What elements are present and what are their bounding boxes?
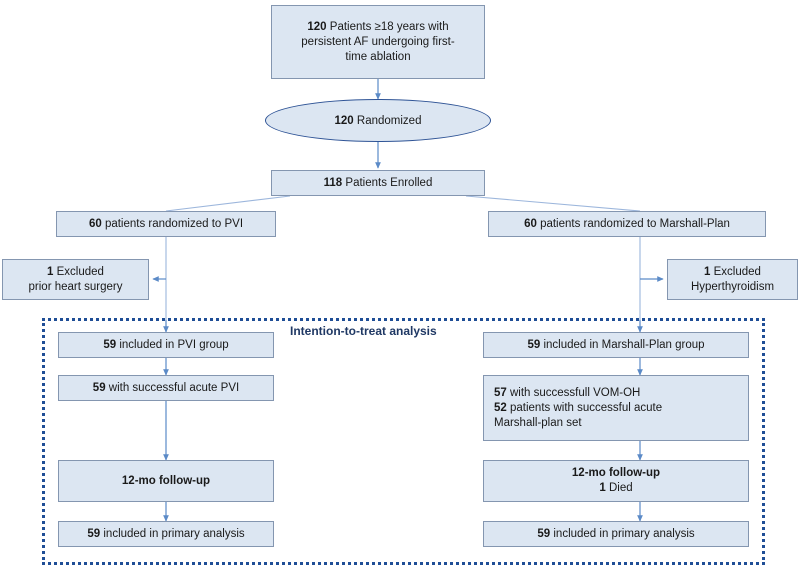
enrolled-rest: Patients Enrolled [342,176,433,189]
node-arm-pvi: 60 patients randomized to PVI [56,211,276,237]
enrollment-line-3: time ablation [345,50,411,63]
arm-pvi-count: 60 [88,217,102,230]
excluded-left-line-2: prior heart surgery [28,280,123,293]
enrolled-text: 118 Patients Enrolled [324,176,433,191]
pvi-primary-rest: included in primary analysis [100,527,245,540]
enrolled-count: 118 [323,176,343,189]
node-randomized: 120 Randomized [265,99,491,142]
mp-acute-line-2: 52 patients with successful acute [494,401,662,416]
node-pvi-followup: 12-mo follow-up [58,460,274,502]
node-marshall-included: 59 included in Marshall-Plan group [483,332,749,358]
node-excluded-hyperthyroidism: 1 Excluded Hyperthyroidism [667,259,798,300]
pvi-acute-rest: with successful acute PVI [105,381,240,394]
mp-primary-rest: included in primary analysis [550,527,695,540]
pvi-included-rest: included in PVI group [116,338,229,351]
intention-to-treat-container [42,318,765,565]
node-arm-marshall-plan: 60 patients randomized to Marshall-Plan [488,211,766,237]
excluded-left-count: 1 [47,265,54,278]
arm-pvi-text: 60 patients randomized to PVI [89,217,243,232]
mp-acute-count-a: 57 [494,386,507,399]
enrollment-count: 120 [307,20,327,33]
node-patients-enrolled: 118 Patients Enrolled [271,170,485,196]
enrollment-line-1: 120 Patients ≥18 years with [307,20,448,35]
excluded-left-line-1-rest: Excluded [53,265,104,278]
mp-acute-line-1: 57 with successfull VOM-OH [494,386,640,401]
node-excluded-prior-heart-surgery: 1 Excluded prior heart surgery [2,259,149,300]
mp-included-count: 59 [527,338,541,351]
arm-marshall-count: 60 [524,217,537,230]
node-enrollment: 120 Patients ≥18 years with persistent A… [271,5,485,79]
excluded-right-line-2: Hyperthyroidism [690,280,775,293]
node-marshall-acute-success: 57 with successfull VOM-OH 52 patients w… [483,375,749,441]
mp-acute-rest-a: with successfull VOM-OH [506,386,641,399]
mp-acute-rest-b: patients with successful acute [506,401,663,414]
pvi-acute-text: 59 with successful acute PVI [93,381,239,396]
mp-died-rest: Died [605,482,633,494]
excluded-right-count: 1 [704,265,711,278]
enrollment-line-2: persistent AF undergoing first- [301,35,455,48]
pvi-followup-label: 12-mo follow-up [121,474,211,487]
mp-died-count: 1 [599,482,606,494]
mp-followup-label: 12-mo follow-up [571,467,661,479]
enrollment-line-1-rest: Patients ≥18 years with [326,20,449,33]
excluded-left-line-1: 1 Excluded [47,265,104,280]
mp-included-rest: included in Marshall-Plan group [540,338,705,351]
node-pvi-acute-success: 59 with successful acute PVI [58,375,274,401]
mp-followup-died: 1 Died [599,481,632,496]
excluded-right-line-1-rest: Excluded [710,265,761,278]
mp-primary-count: 59 [537,527,551,540]
pvi-acute-count: 59 [92,381,106,394]
intention-to-treat-label: Intention-to-treat analysis [290,324,437,338]
node-marshall-primary-analysis: 59 included in primary analysis [483,521,749,547]
randomized-rest: Randomized [353,114,422,127]
arm-marshall-text: 60 patients randomized to Marshall-Plan [524,217,730,232]
pvi-included-count: 59 [103,338,117,351]
arm-pvi-rest: patients randomized to PVI [101,217,244,230]
mp-primary-text: 59 included in primary analysis [537,527,694,542]
pvi-primary-count: 59 [87,527,101,540]
mp-included-text: 59 included in Marshall-Plan group [527,338,704,353]
mp-acute-count-b: 52 [494,401,507,414]
node-marshall-followup: 12-mo follow-up 1 Died [483,460,749,502]
pvi-primary-text: 59 included in primary analysis [87,527,244,542]
excluded-right-line-1: 1 Excluded [704,265,761,280]
node-pvi-included: 59 included in PVI group [58,332,274,358]
randomized-count: 120 [334,114,354,127]
arm-marshall-rest: patients randomized to Marshall-Plan [536,217,730,230]
pvi-included-text: 59 included in PVI group [103,338,228,353]
randomized-text: 120 Randomized [335,115,422,127]
mp-acute-line-3: Marshall-plan set [494,416,582,429]
node-pvi-primary-analysis: 59 included in primary analysis [58,521,274,547]
